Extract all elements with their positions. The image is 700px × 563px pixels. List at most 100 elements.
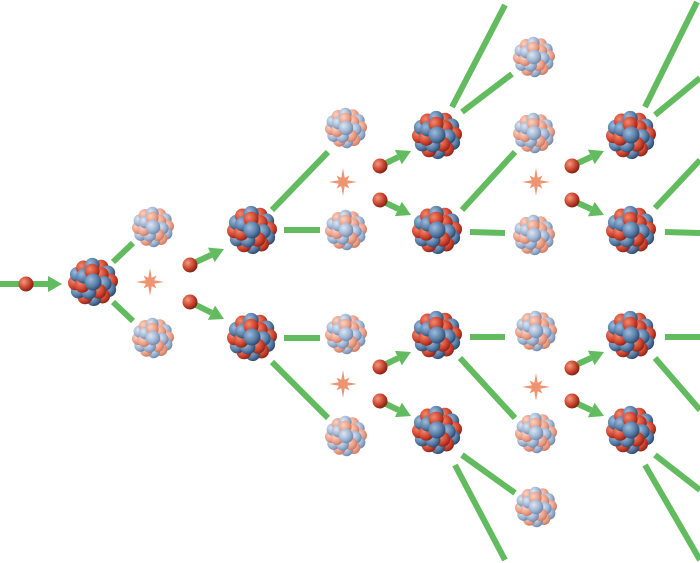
arrowhead-icon [207, 247, 224, 263]
neutron-sphere [622, 221, 640, 239]
free-neutron [182, 294, 198, 310]
free-neutron [564, 192, 580, 208]
free-neutron [564, 158, 580, 174]
neutron-path-arrow [576, 401, 593, 413]
energy-flash-icon [522, 373, 550, 401]
neutron-path-arrow [384, 355, 400, 367]
fragment-path-line [460, 452, 517, 496]
uranium-nucleus [606, 205, 656, 255]
uranium-nucleus [606, 405, 656, 455]
fission-fragment [132, 206, 174, 248]
fission-fragment [513, 112, 555, 154]
fission-fragment [515, 486, 557, 528]
neutron-sphere [622, 326, 640, 344]
neutron-sphere [338, 222, 354, 238]
fragment-path-line [652, 356, 700, 412]
uranium-nucleus [227, 312, 277, 362]
arrowhead-icon [394, 201, 411, 217]
fission-fragment [513, 214, 555, 256]
free-neutron [18, 276, 34, 292]
fission-fragment [132, 317, 174, 359]
neutron-sphere [526, 227, 542, 243]
fragment-path-line [459, 149, 518, 213]
fragment-path-line [653, 452, 700, 493]
fragment-path-line [269, 149, 331, 213]
neutron-sphere [338, 428, 354, 444]
arrowhead-icon [48, 276, 62, 292]
energy-flash-icon [329, 370, 357, 398]
free-neutron [182, 257, 198, 273]
neutron-sphere [622, 126, 640, 144]
arrowhead-icon [394, 350, 411, 366]
uranium-nucleus [68, 257, 118, 307]
uranium-nucleus [412, 110, 462, 160]
neutron-sphere [428, 126, 446, 144]
fragment-path-line [457, 355, 518, 421]
neutron-path-arrow [194, 302, 213, 316]
uranium-nucleus [412, 310, 462, 360]
neutron-path-arrow [576, 200, 593, 212]
fragment-path-line [110, 299, 136, 324]
neutron-sphere [338, 326, 354, 342]
neutron-path-arrow [576, 154, 593, 166]
neutron-sphere [243, 221, 261, 239]
neutron-sphere [428, 421, 446, 439]
uranium-nucleus [227, 205, 277, 255]
fragment-path-line [652, 157, 700, 211]
arrowhead-icon [587, 201, 604, 217]
fission-fragment [325, 313, 368, 355]
energy-flash-icon [522, 168, 550, 196]
arrowhead-icon [394, 402, 411, 418]
free-neutron [372, 393, 388, 409]
arrowhead-icon [394, 149, 411, 165]
neutron-path-arrow [194, 252, 213, 265]
free-neutron [564, 393, 580, 409]
fragment-path-line [642, 0, 700, 109]
neutron-sphere [243, 328, 261, 346]
fragment-path-line [452, 463, 508, 562]
fission-fragment [325, 209, 368, 251]
arrowhead-icon [587, 402, 604, 418]
fragment-path-line [110, 240, 136, 265]
neutron-sphere [84, 273, 102, 291]
fragment-path-line [449, 3, 508, 109]
neutron-sphere [622, 421, 640, 439]
neutron-sphere [428, 326, 446, 344]
fission-fragment [325, 415, 368, 457]
uranium-nucleus [412, 205, 462, 255]
arrowhead-icon [207, 305, 224, 320]
neutron-sphere [528, 323, 544, 339]
neutron-path-arrow [384, 401, 400, 413]
neutron-path-arrow [384, 154, 400, 166]
neutron-sphere [526, 49, 542, 65]
free-neutron [372, 359, 388, 375]
fission-fragment [515, 412, 557, 454]
fragment-path-line [269, 359, 331, 421]
free-neutron [564, 360, 580, 376]
fragment-path-line [460, 71, 514, 115]
fragment-path-line [653, 75, 700, 118]
neutron-sphere [145, 330, 161, 346]
energy-flash-icon [329, 168, 357, 196]
fragment-path-line [642, 463, 700, 562]
neutron-sphere [528, 425, 544, 441]
neutron-path-arrow [576, 355, 593, 367]
uranium-nucleus [606, 110, 656, 160]
fission-fragment [515, 310, 557, 352]
fragment-path-line [664, 229, 700, 236]
fission-fragment [513, 36, 555, 78]
neutron-sphere [526, 125, 542, 141]
uranium-nucleus [412, 405, 462, 455]
arrowhead-icon [587, 350, 604, 366]
neutron-sphere [428, 221, 446, 239]
fragment-path-line [469, 229, 506, 236]
arrowhead-icon [587, 149, 604, 165]
neutron-sphere [145, 219, 161, 235]
free-neutron [372, 192, 388, 208]
neutron-sphere [528, 499, 544, 515]
energy-flash-icon [136, 268, 164, 296]
uranium-nucleus [606, 310, 656, 360]
fission-fragment [325, 107, 368, 149]
